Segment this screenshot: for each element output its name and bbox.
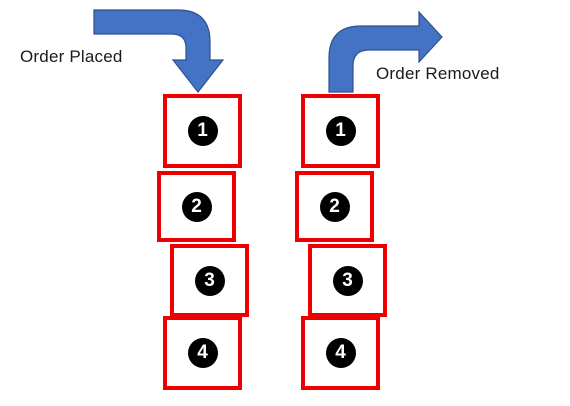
order-placed-arrow-icon: [93, 9, 225, 93]
placed-stack-item-3: 3: [170, 244, 249, 317]
order-removed-arrow-icon: [328, 10, 443, 93]
placed-stack-number-4: 4: [187, 338, 218, 368]
placed-stack-item-2: 2: [157, 171, 236, 242]
placed-stack-item-4: 4: [163, 316, 242, 390]
order-placed-label: Order Placed: [20, 47, 123, 66]
order-removed-label: Order Removed: [376, 64, 500, 83]
removed-stack-item-4: 4: [301, 316, 380, 390]
placed-stack-number-2: 2: [181, 191, 212, 222]
removed-stack-number-4: 4: [325, 338, 356, 368]
removed-stack-number-3: 3: [332, 265, 363, 296]
removed-stack-item-1: 1: [301, 94, 380, 168]
removed-stack-item-3: 3: [308, 244, 387, 317]
placed-stack-item-1: 1: [163, 94, 242, 168]
placed-stack-number-1: 1: [187, 116, 218, 146]
removed-stack-number-2: 2: [319, 191, 350, 222]
placed-stack-number-3: 3: [194, 265, 225, 296]
removed-stack-number-1: 1: [325, 116, 356, 146]
removed-stack-item-2: 2: [295, 171, 374, 242]
